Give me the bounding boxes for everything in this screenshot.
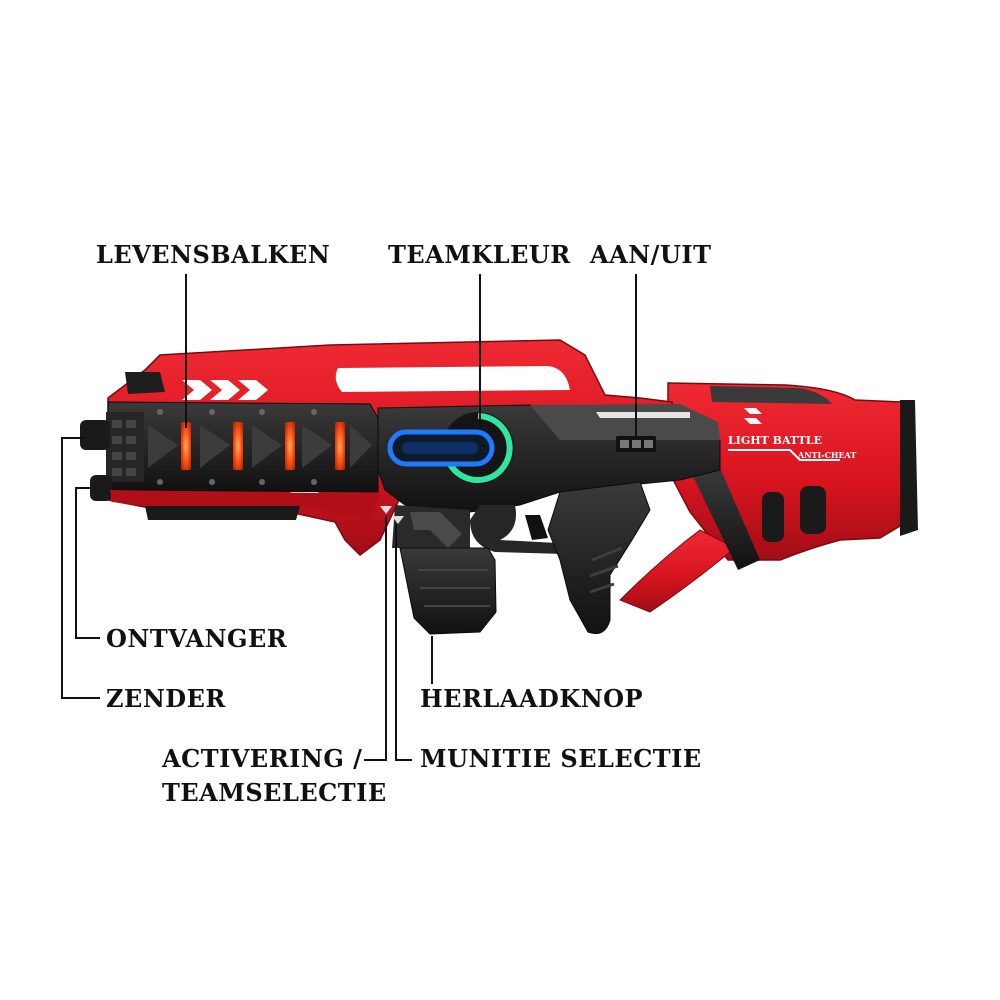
stock-chevrons bbox=[744, 408, 762, 424]
rear-foregrip bbox=[690, 468, 760, 570]
receiver-white-stripe bbox=[596, 412, 690, 418]
life-bar bbox=[335, 422, 345, 470]
leader-activering bbox=[364, 516, 387, 761]
magazine-ribs bbox=[418, 569, 490, 607]
sub-brand-text: ANTI-CHEAT bbox=[797, 450, 856, 460]
trigger-guard bbox=[470, 505, 598, 555]
label-zender: ZENDER bbox=[106, 684, 226, 713]
top-rail bbox=[125, 372, 165, 394]
muzzle-grille bbox=[112, 420, 136, 476]
leader-ontvanger bbox=[75, 487, 100, 639]
team-color-indicator bbox=[387, 412, 514, 484]
transmitter-barrel bbox=[80, 420, 110, 450]
life-bar bbox=[285, 422, 295, 470]
label-ontvanger: ONTVANGER bbox=[106, 624, 288, 653]
carry-handle-opening bbox=[335, 366, 570, 392]
label-herlaadknop: HERLAADKNOP bbox=[420, 684, 644, 713]
life-bar bbox=[181, 422, 191, 470]
power-switch bbox=[616, 436, 656, 452]
muzzle-block bbox=[106, 412, 144, 482]
brand-underline bbox=[728, 449, 840, 461]
magazine bbox=[399, 547, 497, 635]
reload-button bbox=[410, 512, 462, 548]
label-teamkleur: TEAMKLEUR bbox=[388, 240, 571, 269]
leader-zender bbox=[61, 437, 100, 699]
label-aan-uit: AAN/UIT bbox=[590, 240, 712, 269]
ammo-select-button bbox=[392, 516, 404, 524]
leader-munitie bbox=[395, 524, 412, 761]
panel-screws bbox=[157, 409, 317, 485]
trigger bbox=[525, 515, 548, 540]
receiver-barrel bbox=[90, 475, 112, 501]
label-munitie-selectie: MUNITIE SELECTIE bbox=[420, 744, 702, 773]
life-bars bbox=[181, 422, 345, 470]
stock-slot bbox=[762, 492, 784, 542]
grip-texture bbox=[589, 546, 623, 594]
lower-red-edge bbox=[110, 490, 380, 520]
label-activering-line2: TEAMSELECTIE bbox=[162, 778, 387, 807]
stock-top-dark bbox=[710, 386, 832, 404]
label-activering-block: ACTIVERING / TEAMSELECTIE bbox=[162, 742, 387, 810]
brand-text: LIGHT BATTLE bbox=[728, 434, 822, 447]
team-ring bbox=[445, 413, 513, 483]
label-levensbalken: LEVENSBALKEN bbox=[96, 240, 331, 269]
leader-lines bbox=[61, 274, 637, 761]
lower-rail bbox=[145, 506, 300, 520]
stock-strut bbox=[619, 529, 736, 613]
laser-tag-gun: LIGHT BATTLE ANTI-CHEAT bbox=[80, 339, 918, 635]
panel-facets bbox=[148, 425, 372, 468]
stock-slot bbox=[800, 486, 826, 534]
activation-button bbox=[380, 506, 392, 514]
label-activering-line1: ACTIVERING / bbox=[162, 744, 363, 773]
stock-butt-pad bbox=[900, 400, 918, 536]
life-bar bbox=[233, 422, 243, 470]
